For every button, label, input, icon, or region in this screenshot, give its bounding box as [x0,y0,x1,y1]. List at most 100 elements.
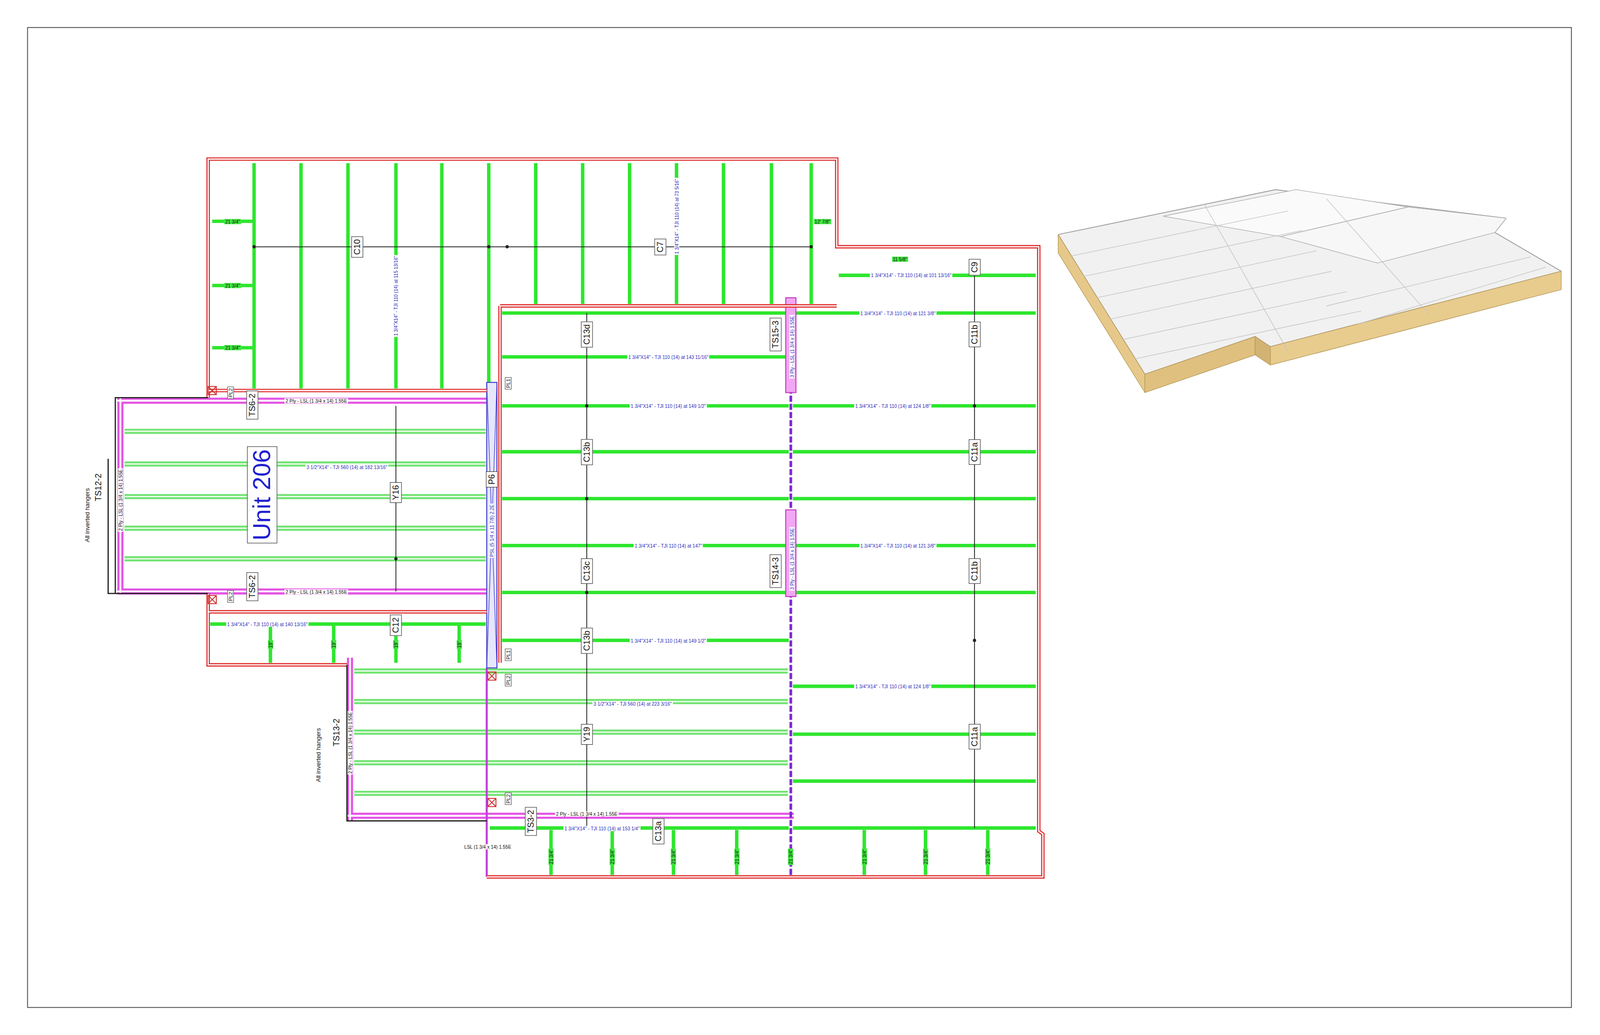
lsl-beam-core [117,397,794,822]
member-spec: 1 3/4"X14" - TJI 110 (14) at 147" [633,543,704,549]
exterior-wall [208,159,1043,878]
floor-joist [809,163,813,304]
member-tag: P6 [486,471,498,488]
member-mark: C13b [581,630,592,651]
isometric-view [1280,207,1506,264]
dimension-tick [252,245,256,249]
floor-joist [792,496,1036,501]
dimension-line [254,246,812,248]
spacing-dimension: 21 3/4" [922,848,928,866]
cantilever-edge [346,664,487,822]
cantilever-edge [115,397,208,594]
plate-tag: PL2 [227,386,234,400]
floor-joist [792,591,1036,595]
member-mark: C10 [352,239,362,255]
callout-note: All inverted hangers [84,487,91,544]
hanger-mark [208,595,216,604]
member-spec: 1 3/4"X14" - TJI 110 (14) at 121 3/8" [859,543,937,549]
member-spec: 3 1/2"X14" - TJI 560 (14) at 223 3/16" [592,701,673,707]
member-mark: C7 [655,241,665,253]
hanger-mark [208,386,496,807]
dimension-tick [809,245,813,249]
member-mark: P6 [487,474,497,485]
deep-joist [353,668,788,674]
isometric-view [1058,189,1562,375]
member-mark: TS6-2 [247,575,257,599]
callout-note: 2 Ply - LSL (1 3/4 x 14) 1.55E [347,711,353,775]
member-mark: Y19 [581,727,592,743]
member-tag: Y19 [580,724,593,745]
isometric-view [1122,291,1347,340]
floor-joist [346,163,350,389]
member-spec: 1 3/4"X14" - TJI 110 (14) at 153 1/4" [563,825,641,832]
hanger-mark [487,672,496,680]
lsl-beam [117,397,124,594]
floor-joist [792,779,1036,784]
sheet-frame [27,27,1572,1008]
member-tag: TS3-2 [524,807,537,836]
callout-note: LSL (1 3/4 x 14) 1.55E [463,844,513,850]
spacing-dimension: 11 5/8" [891,256,909,262]
sheet-frame [27,27,1572,1008]
spacing-dimension: 19" [393,640,399,650]
isometric-view [1071,199,1546,360]
floor-joist [502,496,789,501]
isometric-view [1326,256,1531,306]
member-spec: 1 3/4"X14" - TJI 110 (14) at 149 1/2" [629,638,707,644]
deep-joist-core [353,792,788,795]
callout-note: TS12-2 [94,472,104,503]
member-tag: C11b [968,321,981,348]
member-mark: Y16 [391,485,401,501]
cantilever-edge [108,397,487,822]
deep-joist-core [353,701,788,703]
spacing-dimension: 19" [456,640,462,650]
callout-note: All inverted hangers [314,727,322,784]
spacing-dimension: 21 3/4" [548,848,554,866]
member-spec: PSL (5 1/4 x 11 7/8) 2.2E [489,503,495,558]
callout-note: TS13-2 [332,717,342,748]
member-mark: C11a [969,442,979,463]
girder [785,297,797,393]
exterior-wall [208,593,347,665]
member-tag: C12 [390,615,402,637]
plate-tag: PL2 [504,792,512,806]
girder [785,510,797,597]
dimension-tick [584,404,589,408]
cantilever-edge [108,458,116,594]
dimension-tick [972,639,976,643]
psl-beam [486,382,497,669]
member-spec: 3 Ply - LSL (1 3/4 x 14) 1.55E [789,527,795,592]
member-mark: C11b [969,561,979,582]
member-spec: 1 3/4"X14" - TJI 110 (14) at 140 13/16" [226,622,309,628]
psl-beam [486,382,497,669]
spacing-dimension: 21 3/4" [788,848,794,866]
spacing-dimension: 21 3/4" [609,848,616,866]
psl-beam [486,382,497,669]
deep-joist-core [124,463,487,465]
dimension-tick [584,496,589,501]
dimension-tick [252,245,976,643]
member-spec: 1 3/4"X14" - TJI 110 (14) at 124 1/8" [854,684,932,690]
lsl-beam [346,657,353,822]
member-tag: TS14-3 [769,554,782,589]
psl-beam [486,382,497,669]
member-spec: 3 1/2"X14" - TJI 560 (14) at 182 13/16" [305,464,389,471]
isometric-view [1357,267,1546,325]
member-tag: C13d [580,321,593,348]
isometric-view [1270,271,1562,366]
isometric-view [1110,271,1332,320]
isometric-view [1058,234,1145,393]
deep-joist [353,760,788,766]
deep-joist [353,729,788,736]
floor-joist [792,732,1036,736]
dimension-tick [584,591,589,595]
member-tag: C11b [968,558,981,584]
hanger-mark [487,798,496,807]
member-tag: C13b [580,627,593,654]
hanger-mark [487,798,496,807]
callout-note: 2 Ply - LSL (1 3/4 x 14) 1.55E [554,811,619,817]
member-mark: TS15-3 [770,320,781,349]
exterior-wall-core [208,159,1043,878]
